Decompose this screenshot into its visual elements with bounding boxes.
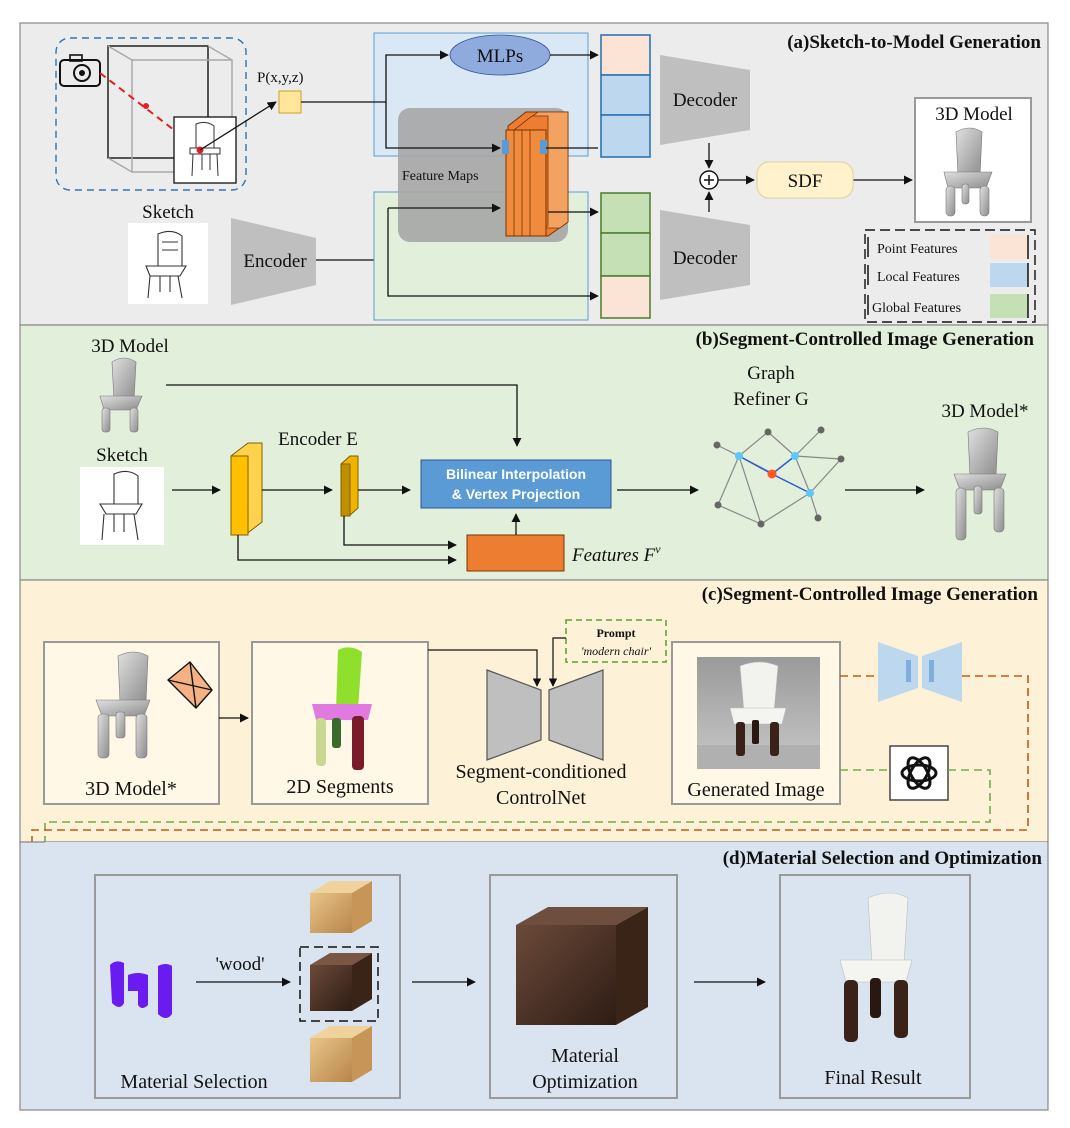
bottom-feature-vector (600, 192, 651, 319)
legend-global-features: Global Features (867, 294, 1029, 318)
prompt-box (565, 619, 667, 663)
encoder-e-label: Encoder E (278, 429, 358, 450)
final-result-label: Final Result (824, 1067, 922, 1089)
b-sketch-label: Sketch (96, 445, 148, 466)
sketch-plane-chair (189, 121, 221, 177)
point-feature-square (278, 90, 302, 114)
dark-wood-cube-selected (310, 953, 372, 1011)
leg-segments (110, 961, 172, 1018)
material-optimization-line2: Optimization (532, 1071, 638, 1093)
feature-map-stack (502, 111, 569, 237)
graph-network-icon (713, 426, 845, 528)
b-input-chair-render (99, 357, 143, 433)
feature-legend-frame (864, 229, 1036, 323)
b-model-arrow (166, 384, 522, 447)
legend-point-features: Point Features (867, 235, 1029, 259)
sdf-label: SDF (788, 171, 823, 192)
output-chair-render (943, 127, 993, 217)
encoder-e-layer2-front (340, 463, 351, 517)
feature-maps-label: Feature Maps (402, 169, 479, 184)
panel-b-arrows (172, 485, 925, 565)
wood-label: 'wood' (215, 954, 264, 975)
openai-logo-icon (900, 756, 938, 790)
segments-label: 2D Segments (286, 776, 393, 798)
decoder-arrows (704, 143, 913, 212)
sketch-input-image (128, 223, 208, 304)
panel-d-title: (d)Material Selection and Optimization (723, 848, 1043, 869)
light-wood-cube-top (310, 881, 372, 933)
controlnet-decoder (548, 669, 604, 761)
graph-refiner-line1: Graph (747, 363, 795, 384)
optimized-wood-cube (516, 907, 648, 1025)
sketch-chair-drawing (145, 230, 187, 299)
panel-b-refinement: (b)Segment-Controlled Image Generation 3… (19, 324, 1049, 581)
b-result-label: 3D Model* (941, 401, 1028, 422)
features-fv-box (466, 534, 565, 572)
b-model-label: 3D Model (91, 336, 169, 357)
vlm-network-icon (878, 642, 962, 702)
encoder-e-layer1-front (230, 455, 249, 536)
light-wood-cube-bottom (310, 1026, 372, 1082)
generated-image-label: Generated Image (687, 779, 824, 801)
material-optimization-line1: Material (551, 1045, 619, 1067)
segments-to-controlnet-arrow (428, 649, 542, 687)
top-feature-vector (600, 34, 651, 158)
panel-d-material: (d)Material Selection and Optimization '… (19, 841, 1049, 1111)
sdf-box (756, 161, 854, 199)
panel-a-title: (a)Sketch-to-Model Generation (787, 32, 1041, 53)
projection-line1: Bilinear Interpolation (446, 466, 586, 482)
projection-ray (99, 72, 201, 151)
panel-a-sketch-to-model: (a)Sketch-to-Model Generation P (19, 22, 1049, 326)
controlnet-line1: Segment-conditioned (455, 761, 626, 783)
panel-d-top-fill (45, 842, 1047, 844)
c-chair-render (95, 651, 151, 759)
controlnet-encoder (486, 669, 542, 761)
panel-b-title: (b)Segment-Controlled Image Generation (696, 329, 1035, 350)
legend-point-label: Point Features (877, 242, 958, 257)
decoder-top-block (660, 55, 750, 145)
generated-photo-floor (697, 745, 820, 769)
controlnet-line2: ControlNet (496, 787, 586, 809)
projection-box (420, 459, 612, 509)
generated-chair-photo (729, 661, 787, 756)
b-sketch-chair-drawing (99, 470, 143, 541)
b-refined-chair-render (953, 427, 1007, 541)
panel-c-image-generation: (c)Segment-Controlled Image Generation 3… (19, 579, 1049, 1056)
prompt-to-controlnet-arrow (548, 637, 566, 687)
sketch-plane (173, 116, 237, 184)
decoder-bottom-label: Decoder (673, 248, 738, 269)
point-label: P(x,y,z) (257, 70, 304, 86)
features-fv-label: Features Fv (571, 542, 661, 566)
material-selection-label: Material Selection (120, 1071, 267, 1093)
legend-global-label: Global Features (872, 301, 961, 316)
legend-local-label: Local Features (877, 270, 960, 285)
mlps-label: MLPs (477, 46, 523, 67)
projection-line2: & Vertex Projection (452, 486, 580, 502)
b-sketch-image (80, 467, 164, 545)
plus-icon (704, 175, 714, 185)
prompt-title: Prompt (596, 626, 635, 640)
c-model-label: 3D Model* (85, 778, 177, 800)
selected-material-frame (299, 946, 379, 1022)
decoder-top-label: Decoder (673, 90, 738, 111)
camera-pose-icon (167, 661, 213, 709)
llm-frame (889, 745, 949, 801)
ray-point (143, 103, 149, 109)
encoder-label: Encoder (243, 251, 307, 272)
point-to-feature-arrow (199, 101, 277, 151)
segmented-chair (312, 647, 372, 770)
legend-local-features: Local Features (867, 263, 1029, 287)
sketch-label: Sketch (142, 202, 194, 223)
decoder-bottom-block (660, 210, 750, 300)
panel-a-arrows (301, 50, 599, 301)
output-model-label: 3D Model (935, 104, 1013, 125)
encoder-block (231, 218, 316, 305)
panel-c-title: (c)Segment-Controlled Image Generation (702, 584, 1039, 605)
prompt-text: 'modern chair' (581, 644, 652, 658)
camera-view-frame (55, 37, 247, 191)
final-chair-render (839, 892, 913, 1042)
graph-refiner-line2: Refiner G (733, 389, 809, 410)
